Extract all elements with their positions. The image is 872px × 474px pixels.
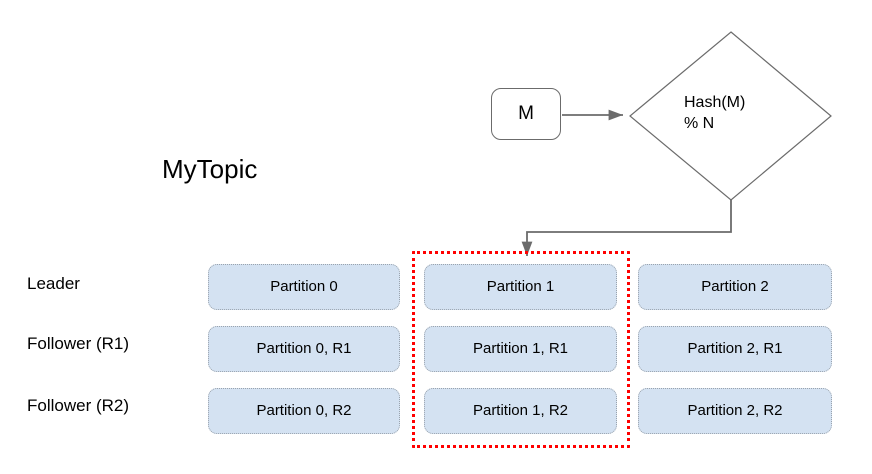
partition-cell-r2-p1[interactable]: Partition 1, R2 [424,388,617,434]
partition-cell-r2-p2[interactable]: Partition 2, R2 [638,388,832,434]
row-label-follower-r2: Follower (R2) [27,396,130,415]
partition-cell-r1-p2[interactable]: Partition 2, R1 [638,326,832,372]
row-label-leader: Leader [27,274,80,293]
partition-cell-r1-p0[interactable]: Partition 0, R1 [208,326,400,372]
partition-cell-leader-p0[interactable]: Partition 0 [208,264,400,310]
connector-hash-to-partition1 [521,200,732,256]
hash-decision-label: Hash(M) % N [684,94,746,132]
partition-cell-r2-p0[interactable]: Partition 0, R2 [208,388,400,434]
message-box-label: M [518,103,534,124]
row-label-follower-r1: Follower (R1) [27,334,130,353]
partition1-highlight-rect [412,251,630,448]
topic-title: MyTopic [162,154,258,184]
partition-cell-leader-p2[interactable]: Partition 2 [638,264,832,310]
partition-cell-leader-p1[interactable]: Partition 1 [424,264,617,310]
partition-cell-r1-p1[interactable]: Partition 1, R1 [424,326,617,372]
message-box[interactable]: M [491,88,561,140]
